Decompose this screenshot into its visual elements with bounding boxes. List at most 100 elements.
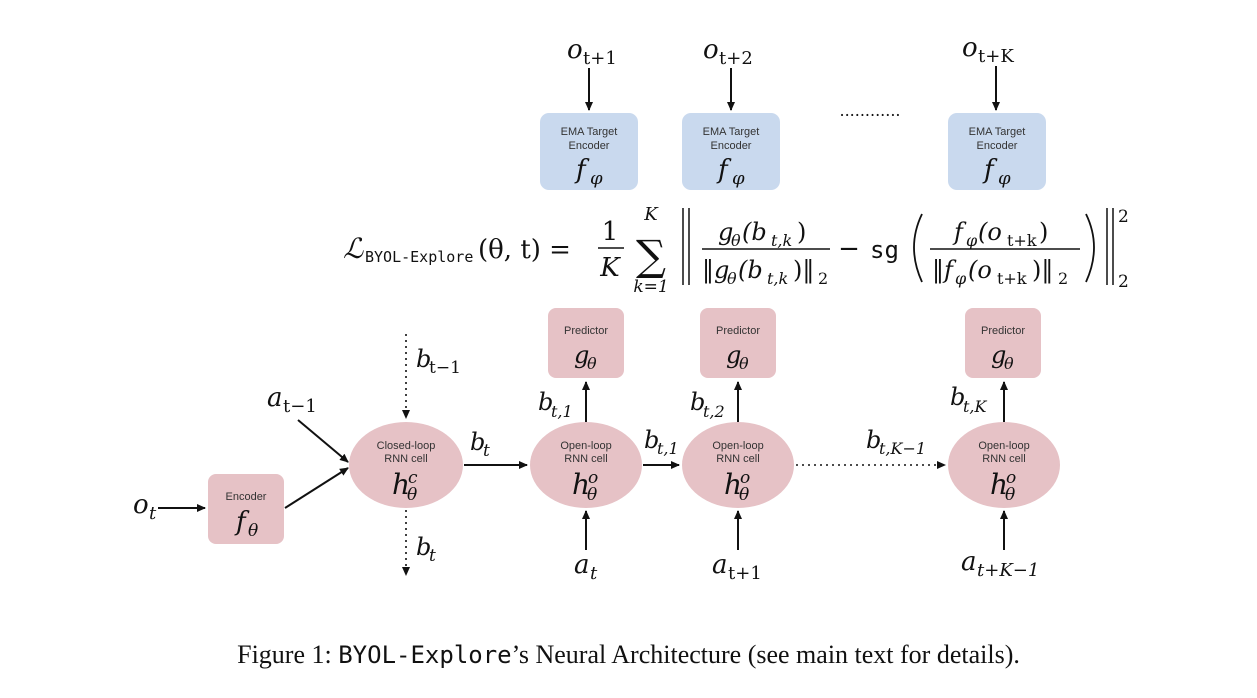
loss-args: (θ, t) = <box>478 235 571 265</box>
open-loop-rnn-cell-2: Open-loop RNN cell h o θ <box>682 422 794 508</box>
closed-loop-rnn-cell: Closed-loop RNN cell h c θ <box>349 422 463 508</box>
rnn-label-line1: Open-loop <box>712 440 763 452</box>
label-b-t1-right: b t,1 <box>644 426 679 458</box>
frac-term-sub: θ <box>731 231 741 250</box>
ema-target-encoder-1: EMA Target Encoder f φ <box>540 113 638 190</box>
open-loop-rnn-cell-1: Open-loop RNN cell h o θ <box>530 422 642 508</box>
frac-term-sub: t,k <box>771 231 792 250</box>
frac-term: f <box>952 218 967 246</box>
rnn-symbol-sup: o <box>588 468 598 488</box>
rnn-symbol: h <box>572 468 590 501</box>
observation-o-t: o t <box>133 490 157 524</box>
label-symbol: a <box>574 550 590 580</box>
label-subscript: t,1 <box>551 402 573 421</box>
big-paren-left <box>913 213 923 283</box>
label-symbol: b <box>866 426 881 454</box>
predictor-fraction: g θ (b t,k ) ‖g θ (b t,k )‖ 2 <box>702 218 830 288</box>
rnn-symbol-sub: θ <box>1005 485 1015 505</box>
predictor-symbol-sub: θ <box>587 354 597 373</box>
predictor-symbol: g <box>574 341 589 369</box>
label-subscript: t−1 <box>283 396 317 417</box>
encoder-symbol-sub: θ <box>248 521 258 541</box>
loss-symbol: ℒ <box>343 232 364 265</box>
obs-subscript: t+2 <box>719 48 753 69</box>
label-symbol: b <box>690 388 705 416</box>
ellipsis-dots-top: ............ <box>839 101 900 120</box>
sum-sign: ∑ <box>636 231 666 280</box>
frac-term: g <box>718 218 733 246</box>
rnn-symbol-sup: o <box>740 468 750 488</box>
caption-suffix: ’s Neural Architecture (see main text fo… <box>511 640 1020 669</box>
obs-subscript: t <box>149 503 157 524</box>
loss-equation: ℒ BYOL-Explore (θ, t) = 1 K K ∑ k=1 g θ … <box>343 204 1129 297</box>
frac-term-sub: φ <box>966 231 978 250</box>
predictor-label: Predictor <box>716 325 760 337</box>
frac-term: )‖ <box>1032 256 1053 285</box>
obs-subscript: t+1 <box>583 48 617 69</box>
norm-sub: 2 <box>1118 272 1129 292</box>
rnn-label-line2: RNN cell <box>982 453 1025 465</box>
label-a-t-plus-K-minus-1: a t+K−1 <box>961 547 1039 581</box>
predictor-label: Predictor <box>981 325 1025 337</box>
ema-target-encoder-2: EMA Target Encoder f φ <box>682 113 780 190</box>
rnn-label-line1: Open-loop <box>560 440 611 452</box>
rnn-symbol-sub: θ <box>739 485 749 505</box>
predictor-symbol: g <box>726 341 741 369</box>
obs-symbol: o <box>133 490 149 520</box>
encoder-label-line2: Encoder <box>977 140 1018 152</box>
loss-frac-num: 1 <box>602 217 619 247</box>
label-b-t-minus-1: b t−1 <box>416 345 461 378</box>
predictor-symbol-sub: θ <box>739 354 749 373</box>
rnn-label-line2: RNN cell <box>384 453 427 465</box>
big-paren-right <box>1085 213 1095 283</box>
frac-term: (o <box>968 256 992 284</box>
encoder-label-line1: EMA Target <box>703 126 760 138</box>
loss-frac-den: K <box>599 253 621 283</box>
encoder-label: Encoder <box>226 491 267 503</box>
observation-o-t-plus-1: o t+1 <box>567 35 617 69</box>
frac-term-sub: θ <box>727 269 737 288</box>
rnn-symbol-sub: θ <box>407 485 417 505</box>
ema-target-encoder-K: EMA Target Encoder f φ <box>948 113 1046 190</box>
label-subscript: t <box>429 546 436 566</box>
label-b-t2-up: b t,2 <box>690 388 725 421</box>
predictor-2: Predictor g θ <box>700 308 776 378</box>
obs-symbol: o <box>567 35 583 65</box>
label-symbol: b <box>644 426 659 454</box>
figure-caption: Figure 1: BYOL-Explore’s Neural Architec… <box>0 640 1257 670</box>
online-encoder: Encoder f θ <box>208 474 284 544</box>
open-loop-rnn-cell-K: Open-loop RNN cell h o θ <box>948 422 1060 508</box>
arrow-action-to-closed-loop <box>297 419 349 463</box>
observation-o-t-plus-K: o t+K <box>962 33 1014 67</box>
label-symbol: b <box>416 533 431 561</box>
predictor-K: Predictor g θ <box>965 308 1041 378</box>
frac-term: ‖f <box>932 256 957 285</box>
target-fraction: f φ (o t+k ) ‖f φ (o t+k )‖ 2 <box>930 218 1080 288</box>
encoder-symbol-sub: φ <box>590 168 603 189</box>
rnn-label-line2: RNN cell <box>716 453 759 465</box>
label-symbol: b <box>538 388 553 416</box>
caption-prefix: Figure 1: <box>237 640 339 669</box>
frac-term: (b <box>738 256 763 284</box>
frac-term-sub: t+k <box>997 269 1027 288</box>
label-subscript: t,K <box>963 397 988 416</box>
rnn-symbol-sup: o <box>1006 468 1016 488</box>
label-a-t: a t <box>574 550 598 584</box>
minus-sign: − <box>838 234 860 264</box>
label-symbol: b <box>416 345 431 373</box>
norm-sup: 2 <box>1118 207 1129 227</box>
arrow-encoder-to-closed-loop <box>284 467 349 509</box>
label-b-tK-minus-1: b t,K−1 <box>866 426 926 458</box>
label-subscript: t,1 <box>657 439 679 458</box>
label-subscript: t,K−1 <box>879 439 926 458</box>
encoder-label-line1: EMA Target <box>561 126 618 138</box>
rnn-symbol: h <box>724 468 742 501</box>
label-b-t: b t <box>470 428 490 461</box>
observation-o-t-plus-2: o t+2 <box>703 35 753 69</box>
rnn-symbol: h <box>392 468 410 501</box>
label-subscript: t,2 <box>703 402 725 421</box>
label-subscript: t+1 <box>728 563 762 584</box>
stop-gradient: sg <box>870 236 899 264</box>
